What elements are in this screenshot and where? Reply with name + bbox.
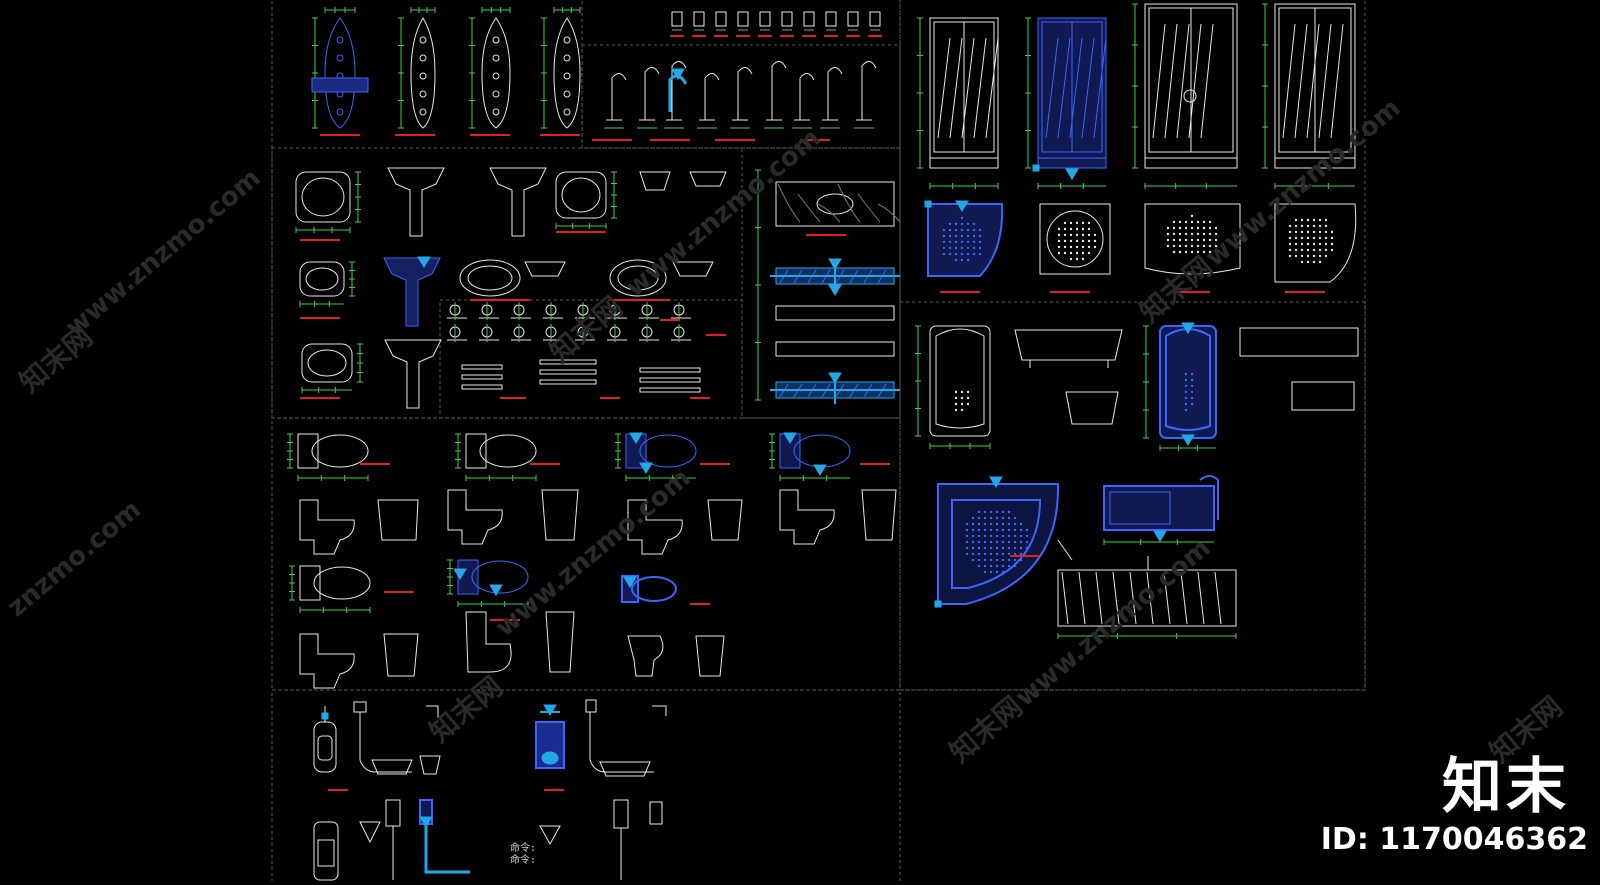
urinal-icon[interactable] xyxy=(313,699,667,791)
bathroom-accessory-icon[interactable] xyxy=(670,11,882,37)
shower-room-icon[interactable] xyxy=(917,3,1356,189)
brand-id-label: ID: 1170046362 xyxy=(1320,822,1588,857)
command-line-1: 命令: xyxy=(510,843,537,854)
shower-panel-icon[interactable] xyxy=(311,7,581,136)
shower-tray-icon[interactable] xyxy=(924,200,1357,293)
command-line[interactable]: 命令: 命令: xyxy=(510,843,536,867)
command-line-2: 命令: xyxy=(510,855,537,866)
bathroom-accessory-icon[interactable] xyxy=(447,302,726,399)
pedestal-basin-icon[interactable] xyxy=(383,167,727,409)
bathtub-icon[interactable] xyxy=(915,322,1359,451)
toilet-icon[interactable] xyxy=(287,432,897,689)
bidet-icon[interactable] xyxy=(621,575,725,677)
vanity-counter-icon[interactable] xyxy=(755,169,901,404)
layout-frames[interactable] xyxy=(271,0,1366,885)
squat-toilet-icon[interactable] xyxy=(313,799,663,881)
faucet-icon[interactable] xyxy=(592,61,877,141)
corner-bathtub-icon[interactable] xyxy=(934,475,1237,639)
brand-logo: 知末 xyxy=(1442,752,1570,822)
washbasin-icon[interactable] xyxy=(295,171,714,399)
